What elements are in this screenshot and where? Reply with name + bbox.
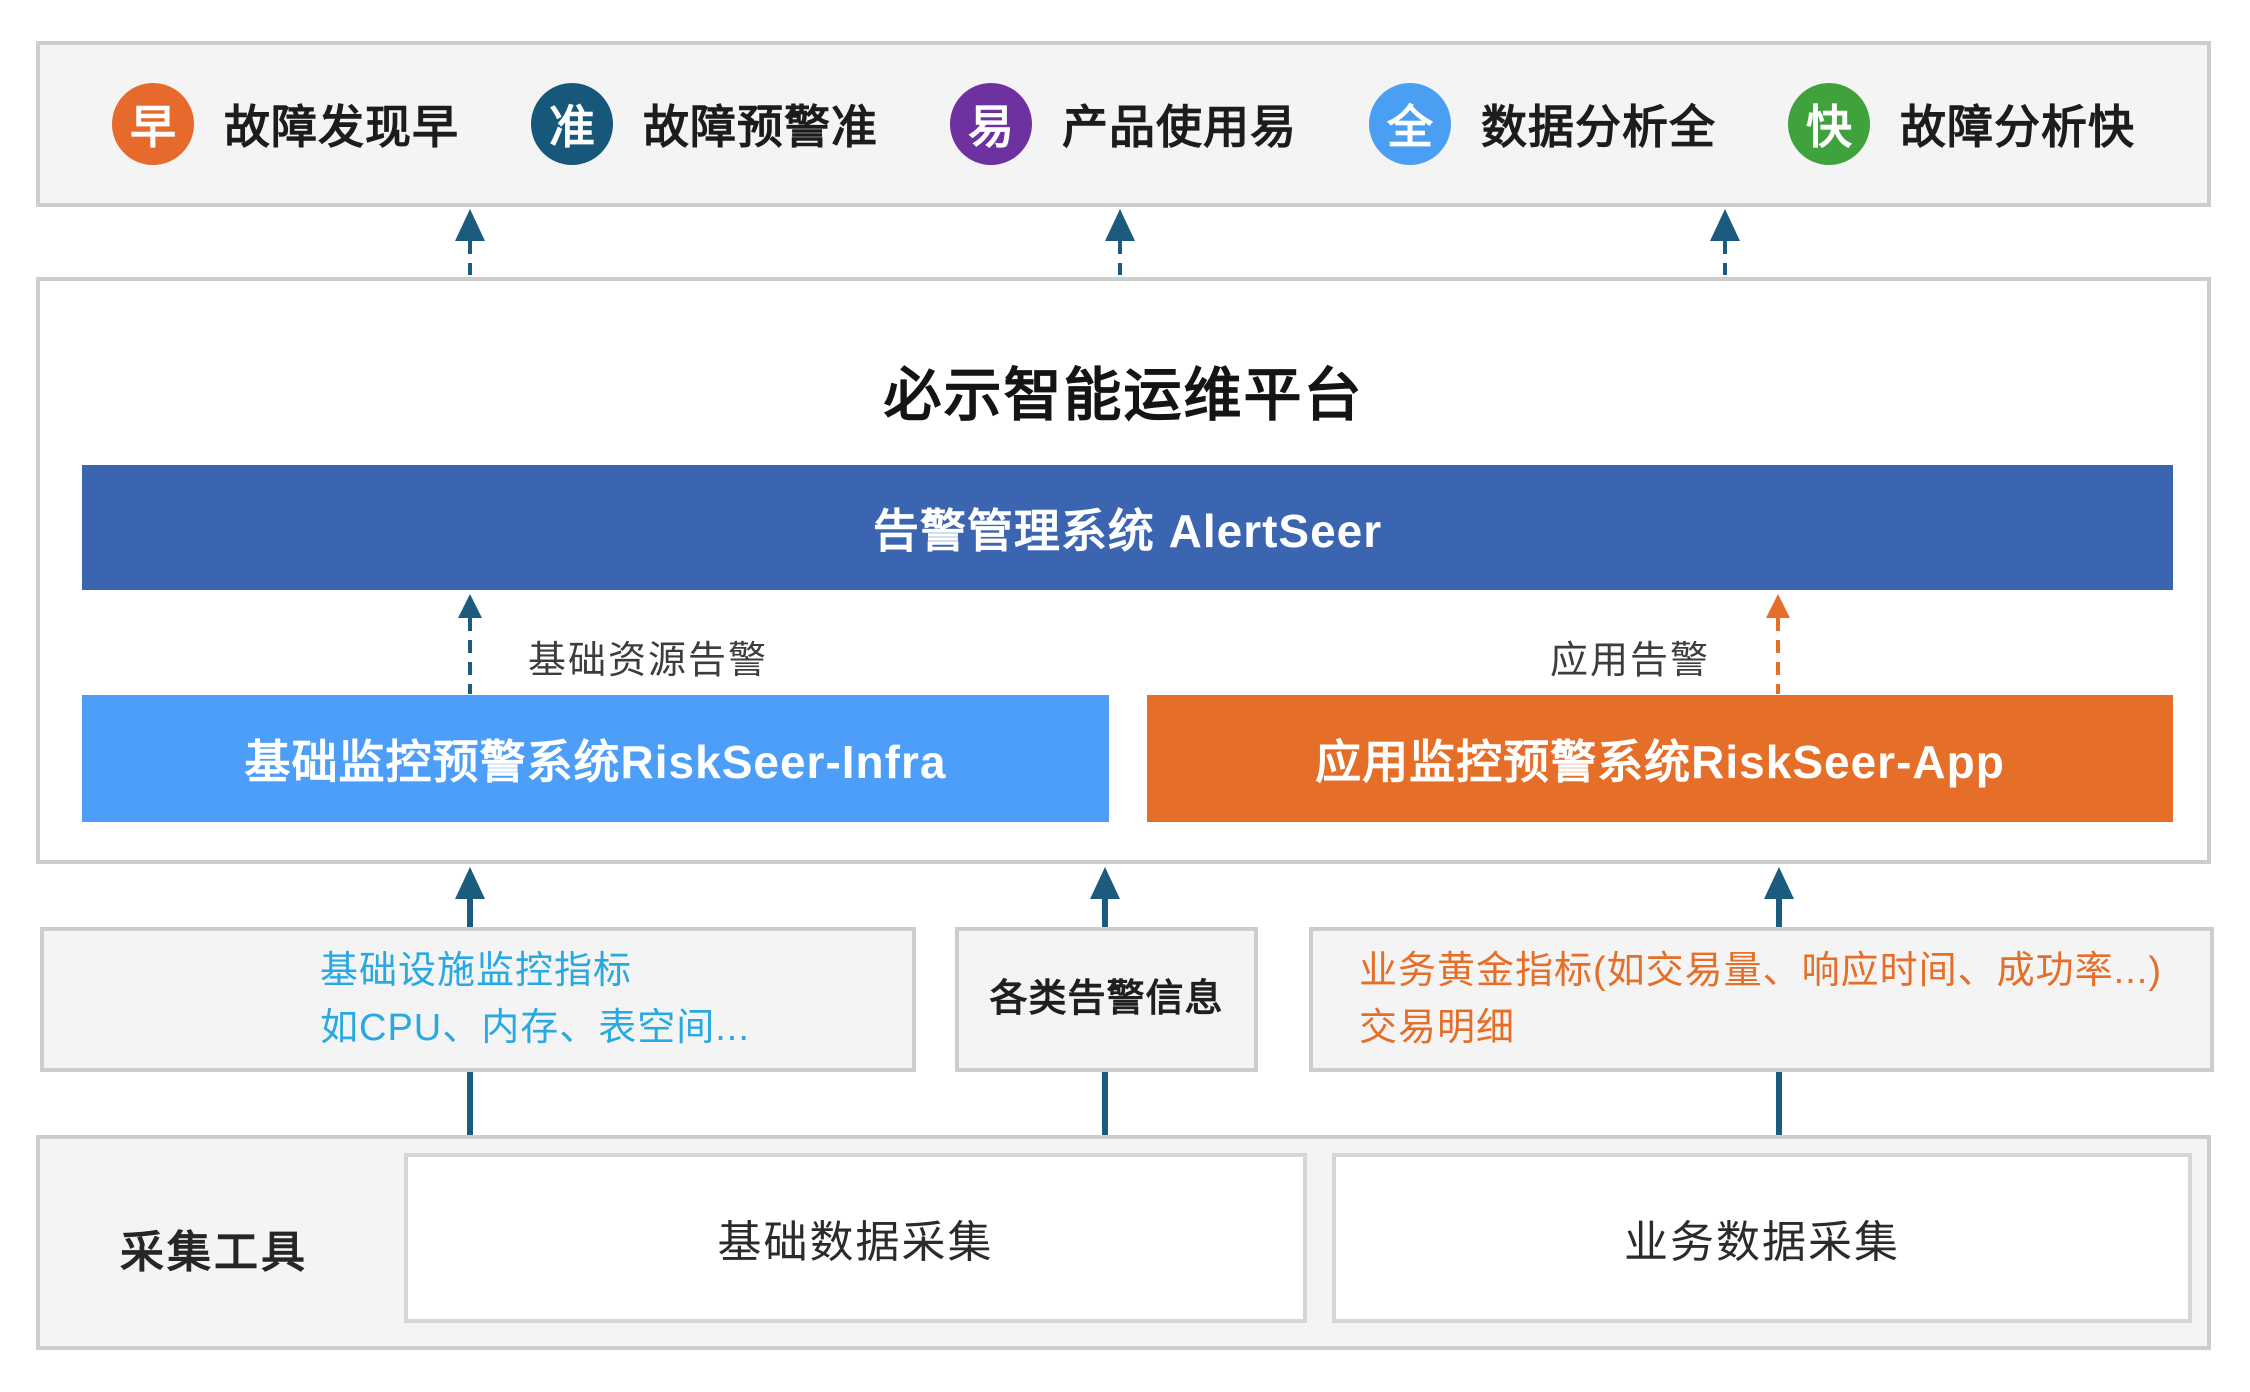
infra-data-collect-box: 基础数据采集 xyxy=(404,1153,1307,1323)
badge-full-label: 数据分析全 xyxy=(1481,101,1716,153)
arrow-up-icon xyxy=(1764,867,1794,899)
badge-accurate-label: 故障预警准 xyxy=(643,101,878,153)
badge-early-label: 故障发现早 xyxy=(224,101,459,153)
arrow-up-icon xyxy=(1105,209,1135,241)
business-metrics-line2: 交易明细 xyxy=(1359,1006,1516,1049)
arrow-up-icon xyxy=(1710,209,1740,241)
accurate-badge-icon: 准 xyxy=(531,83,613,165)
early-badge-icon: 早 xyxy=(112,83,194,165)
riskseer-infra-bar: 基础监控预警系统RiskSeer-Infra xyxy=(82,695,1109,822)
arrow-shaft xyxy=(1776,618,1780,694)
badge-fast-label: 故障分析快 xyxy=(1900,101,2135,153)
arrow-shaft xyxy=(468,618,472,694)
arrow-shaft xyxy=(1723,241,1727,275)
badge-easy: 易 产品使用易 xyxy=(950,83,1297,165)
infra-metrics-line1: 基础设施监控指标 xyxy=(320,949,633,992)
badge-full: 全 数据分析全 xyxy=(1369,83,1716,165)
arrow-shaft xyxy=(468,241,472,275)
arrow-up-icon xyxy=(455,209,485,241)
arrow-up-icon xyxy=(1766,594,1790,618)
arrow-up-icon xyxy=(1090,867,1120,899)
badge-early: 早 故障发现早 xyxy=(112,83,459,165)
infra-alert-arrow-label: 基础资源告警 xyxy=(528,640,769,682)
alerts-line1: 各类告警信息 xyxy=(989,978,1224,1020)
arrow-up-icon xyxy=(455,867,485,899)
badge-fast: 快 故障分析快 xyxy=(1788,83,2135,165)
benefits-bar: 早 故障发现早 准 故障预警准 易 产品使用易 全 数据分析全 快 故障分析快 xyxy=(36,41,2211,207)
app-alert-arrow-label: 应用告警 xyxy=(1550,640,1711,682)
easy-badge-icon: 易 xyxy=(950,83,1032,165)
business-metrics-line1: 业务黄金指标(如交易量、响应时间、成功率...) xyxy=(1359,949,2162,992)
platform-to-benefits-arrow-1 xyxy=(455,209,485,275)
infra-to-alertseer-arrow xyxy=(458,594,482,694)
alerts-box: 各类告警信息 xyxy=(955,927,1258,1072)
platform-title: 必示智能运维平台 xyxy=(883,363,1364,428)
arrow-shaft xyxy=(1118,241,1122,275)
business-metrics-box: 业务黄金指标(如交易量、响应时间、成功率...) 交易明细 xyxy=(1309,927,2214,1072)
infra-metrics-box: 基础设施监控指标 如CPU、内存、表空间... xyxy=(40,927,916,1072)
platform-to-benefits-arrow-2 xyxy=(1105,209,1135,275)
badge-easy-label: 产品使用易 xyxy=(1062,101,1297,153)
infra-metrics-line2: 如CPU、内存、表空间... xyxy=(320,1006,750,1049)
business-data-collect-box: 业务数据采集 xyxy=(1332,1153,2192,1323)
alertseer-bar: 告警管理系统 AlertSeer xyxy=(82,465,2173,590)
riskseer-app-bar: 应用监控预警系统RiskSeer-App xyxy=(1147,695,2173,822)
full-badge-icon: 全 xyxy=(1369,83,1451,165)
arrow-up-icon xyxy=(458,594,482,618)
collection-tools-label: 采集工具 xyxy=(120,1228,308,1277)
platform-to-benefits-arrow-3 xyxy=(1710,209,1740,275)
app-to-alertseer-arrow xyxy=(1766,594,1790,694)
fast-badge-icon: 快 xyxy=(1788,83,1870,165)
badge-accurate: 准 故障预警准 xyxy=(531,83,878,165)
